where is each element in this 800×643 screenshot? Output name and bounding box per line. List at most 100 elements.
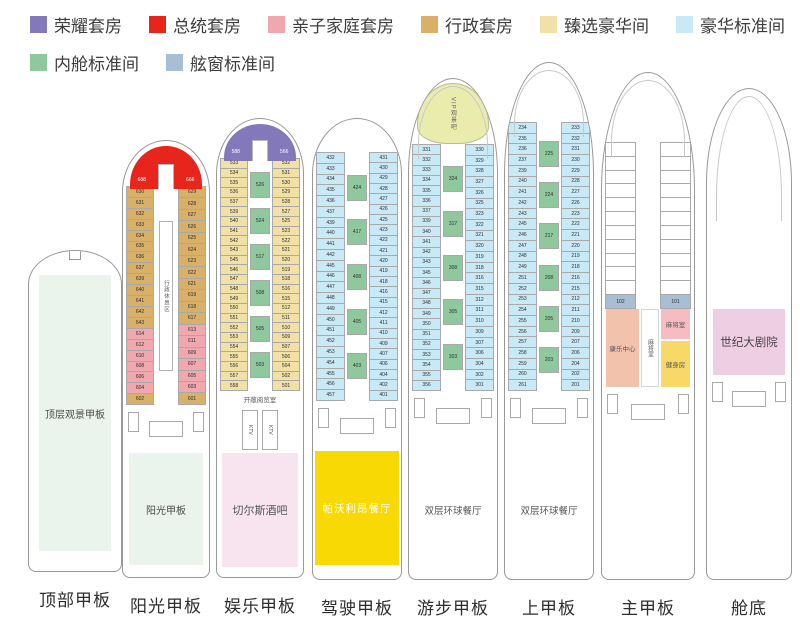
facility-label: 麻将室 [665, 322, 686, 329]
gym: 健身房 [661, 341, 690, 387]
machinery-area [602, 387, 694, 437]
spacer [707, 207, 791, 309]
legend-row: 内舱标准间舷窗标准间 [30, 50, 800, 75]
cabin-unmarked [660, 224, 691, 240]
equipment [532, 408, 566, 424]
cabin-unmarked [605, 266, 636, 282]
deck-name: 上甲板 [522, 599, 576, 618]
cabin-301: 301 [465, 379, 494, 392]
stairs [193, 412, 204, 432]
deck-name: 娱乐甲板 [224, 597, 296, 616]
area-label: 双层环球餐厅 [424, 506, 482, 517]
glory-swatch [30, 16, 47, 33]
suite-cabin-666: 666 [186, 177, 195, 183]
machinery-area [409, 391, 497, 441]
cabin-403: 403 [347, 353, 367, 380]
facility-right: 麻将室健身房 [661, 309, 690, 387]
cabin-unmarked [605, 183, 636, 199]
equipment [436, 408, 470, 424]
cabin-unmarked [660, 211, 691, 226]
legend-item-porthole: 舷窗标准间 [166, 50, 275, 75]
cabin-217: 217 [539, 223, 559, 250]
deck-顶部甲板: 顶层观景甲板顶部甲板 [28, 250, 122, 611]
deck-name: 主甲板 [621, 599, 675, 618]
cabin-558: 558 [220, 380, 248, 392]
equipment [631, 404, 665, 420]
area-label: 开敞阅览室 [243, 397, 277, 404]
vip-lounge: VIP观景吧 [416, 83, 490, 144]
cabin-305: 305 [443, 299, 463, 326]
suite-cabin-566: 566 [280, 149, 289, 155]
select-swatch [540, 16, 557, 33]
ktv-room: KTV [242, 410, 258, 450]
cabin-424: 424 [347, 174, 367, 201]
area-label: 帕沃利昂餐厅 [322, 502, 392, 515]
area-label: 双层环球餐厅 [520, 506, 578, 517]
legend-item-exec: 行政套房 [421, 12, 513, 37]
deck-name: 驾驶甲板 [321, 599, 393, 618]
corridor [636, 143, 660, 309]
cabin-unmarked [660, 266, 691, 282]
stairs [318, 408, 329, 428]
legend-row: 荣耀套房总统套房亲子家庭套房行政套房臻选豪华间豪华标准间 [30, 12, 800, 37]
observation-deck-area: 顶层观景甲板 [39, 275, 111, 551]
sun-deck-area: 阳光甲板 [129, 453, 203, 565]
stairs [510, 398, 521, 418]
cabin-505: 505 [250, 316, 270, 342]
cabin-unmarked [605, 155, 636, 171]
corridor-shaft: 行政休息区 [159, 221, 173, 371]
legend-label: 亲子家庭套房 [292, 17, 394, 36]
facility-label: 康乐中心 [609, 346, 636, 353]
area-label: 世纪大剧院 [720, 337, 778, 349]
cabin-526: 526 [250, 172, 270, 198]
inner-swatch [30, 54, 47, 71]
facility-section: 康乐中心麻将室麻将室健身房 [602, 309, 694, 387]
facility-label: 麻将室 [646, 339, 653, 357]
deck-name: 游步甲板 [417, 599, 489, 618]
stairs [385, 408, 396, 428]
global-restaurant-area: 双层环球餐厅 [505, 441, 593, 579]
stairs [128, 412, 139, 432]
legend-item-president: 总统套房 [149, 12, 241, 37]
equipment [149, 421, 183, 437]
stairs [414, 398, 425, 418]
stairs [481, 398, 492, 418]
stairs [775, 382, 786, 402]
cabin-102: 102 [605, 294, 636, 309]
cabin-501: 501 [272, 380, 300, 392]
legend-label: 豪华标准间 [700, 17, 785, 36]
bow-notch [69, 251, 81, 260]
stairs [712, 382, 723, 402]
cabin-417: 417 [347, 219, 367, 246]
cabin-408: 408 [347, 263, 367, 290]
cabin-unmarked [605, 238, 636, 254]
cabin-unmarked [660, 280, 691, 296]
legend: 荣耀套房总统套房亲子家庭套房行政套房臻选豪华间豪华标准间内舱标准间舷窗标准间 [30, 12, 800, 88]
cabin-524: 524 [250, 208, 270, 234]
recreation-center: 康乐中心 [606, 309, 639, 387]
cabin-208: 208 [539, 264, 559, 291]
area-label: 阳光甲板 [146, 505, 186, 517]
machinery-area [505, 391, 593, 441]
cabin-unmarked [660, 252, 691, 268]
cabin-457: 457 [316, 389, 345, 401]
machinery-area [123, 405, 209, 453]
ktv-room: KTV [262, 410, 278, 450]
cabin-619: 619 [178, 289, 206, 302]
